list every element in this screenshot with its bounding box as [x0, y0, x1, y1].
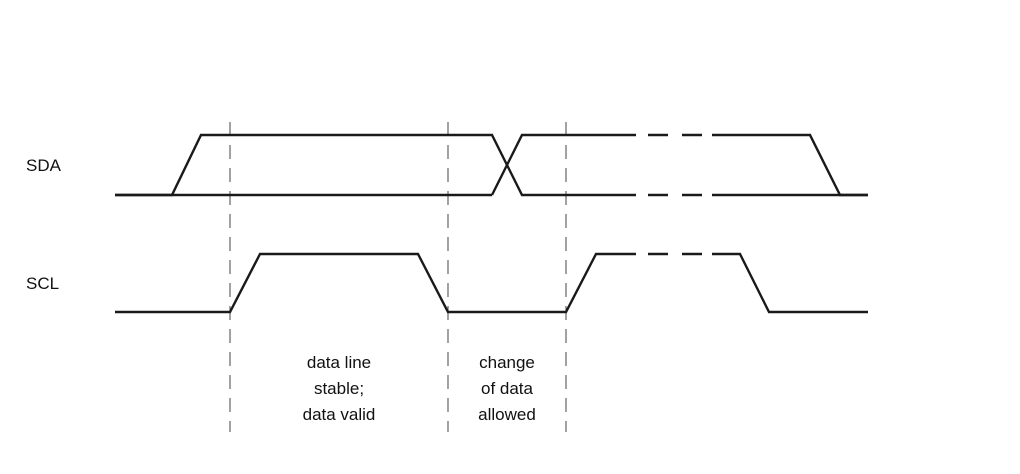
sda-waveform-crossing	[490, 133, 636, 196]
sda-label: SDA	[26, 156, 62, 175]
scl-waveform-tail	[712, 252, 868, 314]
sda-waveform-tail-high	[712, 133, 868, 197]
scl-waveform-main	[115, 252, 636, 314]
sda-waveform-low-to-high	[115, 133, 636, 197]
change-note-line-1: change	[479, 353, 535, 372]
scl-label: SCL	[26, 274, 59, 293]
stable-note-line-1: data line	[307, 353, 371, 372]
stable-note-line-2: stable;	[314, 379, 364, 398]
stable-note-line-3: data valid	[303, 405, 376, 424]
change-note-line-3: allowed	[478, 405, 536, 424]
sda-waveform-continuation-dashes	[648, 133, 702, 197]
change-note-line-2: of data	[481, 379, 534, 398]
